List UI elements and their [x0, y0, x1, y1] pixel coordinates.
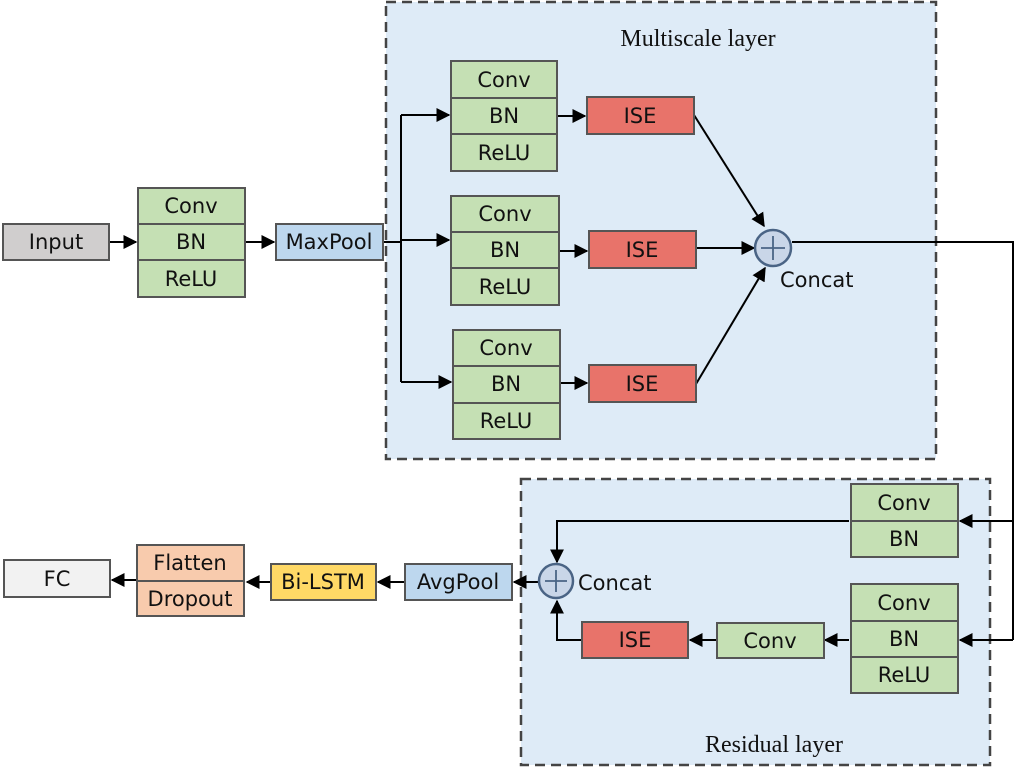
edge-ise1-concat [693, 114, 765, 228]
input-block: Input [2, 223, 110, 261]
residual-bottom-block: Conv BN ReLU [850, 583, 959, 694]
branch1-conv-label: Conv [477, 68, 530, 92]
residual-conv-label: Conv [743, 629, 796, 653]
concat2-label: Concat [578, 571, 651, 595]
maxpool-block: MaxPool [275, 223, 384, 261]
branch3-relu-label: ReLU [480, 409, 533, 433]
avgpool-label: AvgPool [417, 570, 499, 594]
branch1-ise-block: ISE [586, 96, 695, 135]
branch1-ise-label: ISE [624, 104, 657, 128]
stem-conv-block: Conv BN ReLU [137, 187, 246, 298]
branch3-conv-block: Conv BN ReLU [452, 329, 561, 440]
edge-ise-concat [550, 599, 581, 641]
branch1-conv-block: Conv BN ReLU [450, 60, 558, 172]
bilstm-label: Bi-LSTM [281, 570, 365, 594]
branch1-bn-label: BN [489, 104, 519, 128]
edges [109, 108, 1014, 647]
branch2-relu-label: ReLU [479, 275, 532, 299]
dropout-label: Dropout [148, 587, 233, 611]
branch3-conv-label: Conv [479, 336, 532, 360]
bilstm-block: Bi-LSTM [270, 563, 377, 601]
fc-label: FC [44, 567, 71, 591]
edge-rtop-concat [550, 520, 849, 564]
branch2-ise-label: ISE [626, 238, 659, 262]
branch3-bn-label: BN [491, 372, 521, 396]
residual-bottom-conv-label: Conv [877, 591, 930, 615]
branch1-relu-label: ReLU [478, 141, 531, 165]
stem-conv-label: Conv [164, 194, 217, 218]
flatten-dropout-block: Flatten Dropout [136, 544, 245, 617]
branch3-ise-block: ISE [588, 364, 697, 403]
fc-block: FC [3, 559, 111, 598]
flatten-label: Flatten [153, 551, 226, 575]
residual-conv-block: Conv [716, 622, 825, 659]
edge-ise3-concat [695, 266, 766, 385]
residual-ise-block: ISE [581, 621, 689, 659]
branch2-ise-block: ISE [588, 230, 697, 269]
input-label: Input [29, 230, 83, 254]
residual-bottom-bn-label: BN [889, 627, 919, 651]
residual-layer-title: Residual layer [705, 732, 843, 758]
branch2-conv-block: Conv BN ReLU [450, 195, 560, 306]
concat1-node: Concat [753, 228, 853, 292]
stem-bn-label: BN [176, 230, 206, 254]
edge-concat-residual-trunk [792, 241, 1014, 640]
multiscale-layer-title: Multiscale layer [620, 26, 775, 52]
residual-top-bn-label: BN [889, 527, 919, 551]
branch2-bn-label: BN [490, 238, 520, 262]
residual-ise-label: ISE [619, 628, 652, 652]
avgpool-block: AvgPool [404, 563, 513, 601]
residual-bottom-relu-label: ReLU [878, 663, 931, 687]
stem-relu-label: ReLU [165, 267, 218, 291]
residual-top-block: Conv BN [850, 483, 959, 558]
concat2-node: Concat [537, 562, 651, 600]
branch2-conv-label: Conv [478, 202, 531, 226]
concat1-label: Concat [780, 268, 853, 292]
residual-top-conv-label: Conv [877, 491, 930, 515]
maxpool-label: MaxPool [286, 230, 373, 254]
branch3-ise-label: ISE [626, 372, 659, 396]
